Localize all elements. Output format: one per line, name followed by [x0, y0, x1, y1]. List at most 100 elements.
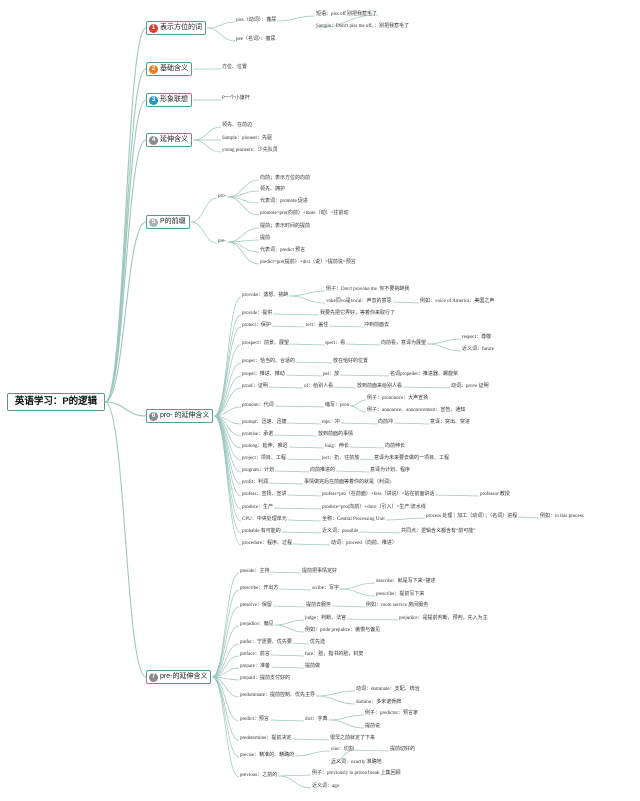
mindmap-node[interactable]: prejudice：偏见 — [240, 622, 274, 627]
mindmap-node[interactable]: proper：恰当的、合适的 — [242, 359, 296, 364]
mindmap-node[interactable]: process 处理｜加工（动词）；（名词）进程 — [426, 514, 518, 519]
mindmap-node[interactable]: mpt：冲 — [322, 420, 340, 425]
mindmap-node[interactable]: predetermine：提前决定 — [240, 736, 292, 741]
mindmap-node[interactable]: procedure：程序、过程 — [242, 541, 292, 546]
mindmap-node[interactable]: 共同点：逻辑含义都含有“前可能” — [401, 529, 476, 534]
mindmap-node[interactable]: program：计划 — [242, 468, 274, 473]
mindmap-node[interactable]: propel：推进、推动 — [242, 372, 285, 377]
mindmap-node[interactable]: 放到前面来给别人看 — [357, 384, 403, 389]
mindmap-node[interactable]: prepaid：提前支付好的 — [240, 676, 290, 681]
mindmap-node[interactable]: prescribe：提前写下来 — [376, 592, 425, 597]
mindmap-node[interactable]: 近义词：ago — [312, 784, 340, 789]
mindmap-node[interactable]: 代表词：predict 预言 — [260, 248, 306, 253]
mindmap-node[interactable]: Sample：pioneer：先驱 — [222, 136, 272, 141]
mindmap-node[interactable]: 向前看，意译为展望 — [381, 341, 427, 346]
mindmap-node[interactable]: 例如：room service 房间服务 — [366, 603, 429, 608]
mindmap-node[interactable]: 提前去服务 — [306, 603, 332, 608]
mindmap-node[interactable]: scribe：写字 — [312, 586, 339, 591]
mindmap-node[interactable]: produce=pro(向前）+duce（引入）=生产/流水线 — [322, 505, 426, 510]
mindmap-node[interactable]: 提前 — [260, 236, 271, 241]
mindmap-node[interactable]: previous：之前的 — [240, 773, 278, 778]
mindmap-node[interactable]: profess=pro（在前面）+fess（讲说）=站在前面讲话 — [322, 492, 435, 497]
mindmap-node[interactable]: 优先选 — [310, 640, 326, 645]
mindmap-node[interactable]: 领先、在前边 — [222, 123, 253, 128]
mindmap-node[interactable]: 事情做完后在前面等着你的就是（利润) — [304, 480, 391, 485]
mindmap-node[interactable]: 例如：voice of America：美国之声 — [420, 299, 495, 304]
mindmap-node[interactable]: CPU：中央处理单元 — [242, 517, 287, 522]
mindmap-node[interactable]: 我要先把它弄好，等着你来取行了 — [320, 311, 396, 316]
mindmap-node[interactable]: 向前；表示方位的向前 — [260, 176, 311, 181]
mindmap-node[interactable]: pronoun：代词 — [242, 403, 274, 408]
mindmap-node[interactable]: 意译为计划、程序 — [370, 468, 411, 473]
mindmap-node[interactable]: professor 教授 — [480, 492, 510, 497]
mindmap-node[interactable]: describe：就是写下来=描述 — [376, 579, 436, 584]
mindmap-node[interactable]: prepare：准备 — [240, 664, 270, 669]
mindmap-node[interactable]: face：脸，指书的脸，封皮 — [305, 652, 364, 657]
mindmap-node[interactable]: 代表词：promote 促进 — [260, 199, 308, 204]
mindmap-node[interactable]: promote=pro(向前）+mote（动）=往前动 — [260, 211, 349, 216]
mindmap-node[interactable]: 领先、拥护 — [260, 187, 286, 192]
mindmap-node[interactable]: 例子：pronounce：大声宣扬 — [367, 396, 429, 401]
mindmap-node[interactable]: spect：看 — [325, 341, 346, 346]
mindmap-node[interactable]: provide：提供 — [242, 311, 273, 316]
mindmap-node[interactable]: 很早之前就定了下来 — [330, 736, 376, 741]
mindmap-node[interactable]: project：项目、工程 — [242, 456, 286, 461]
mindmap-node[interactable]: pee（名词）：撒尿 — [236, 37, 276, 42]
mindmap-node[interactable]: pre- — [218, 239, 227, 244]
mindmap-node[interactable]: preface：前言 — [240, 652, 270, 657]
mindmap-node[interactable]: predict：预言 — [240, 717, 269, 722]
mindmap-node[interactable]: 名词propeller：推进器、螺旋桨 — [390, 372, 459, 377]
mindmap-node[interactable]: 放到前面的事情 — [318, 432, 354, 437]
mindmap-node[interactable]: 提前；表示时间的提前 — [260, 224, 311, 229]
mindmap-node[interactable]: preside：主持 — [240, 569, 270, 574]
mindmap-node[interactable]: produce：生产 — [242, 505, 274, 510]
mindmap-node[interactable]: long：伸长 — [325, 444, 349, 449]
mindmap-node[interactable]: provoke：激怒、挑衅 — [242, 293, 289, 298]
mindmap-node[interactable]: pel：放 — [323, 372, 340, 377]
mindmap-node[interactable]: 例子：predictor：预言家 — [365, 711, 419, 716]
mindmap-node[interactable]: 动词：dominate：支配、统治 — [356, 687, 420, 692]
mindmap-node[interactable]: 例子：Don't provoke me. 你不要挑衅我 — [326, 287, 410, 292]
mindmap-node[interactable]: proof：证明 — [242, 384, 268, 389]
mindmap-node[interactable]: Sample：Dont't piss me off。：别把我惹毛了 — [316, 24, 410, 29]
mindmap-node[interactable]: P一个小旗杆 — [222, 96, 250, 101]
mindmap-node[interactable]: prospect：前景、展望 — [242, 341, 289, 346]
mindmap-node[interactable]: profess：宣扬、宣讲 — [242, 492, 287, 497]
mindmap-node[interactable]: 放在恰好的位置 — [333, 359, 369, 364]
mindmap-node[interactable]: precise：精准的、精确的 — [240, 753, 295, 758]
mindmap-node[interactable]: tect：盖住 — [306, 323, 329, 328]
mindmap-node[interactable]: preserve：保留 — [240, 603, 272, 608]
mindmap-node[interactable]: 近义词：exactly 准确地 — [331, 760, 382, 765]
mindmap-node[interactable]: respect：尊敬 — [462, 335, 492, 340]
mindmap-node[interactable]: 向前冲 — [378, 420, 394, 425]
mindmap-node[interactable]: prescribe：开出方 — [240, 586, 279, 591]
mindmap-node[interactable]: 例如：pride prejudice：傲慢与偏见 — [305, 628, 381, 633]
mindmap-node[interactable]: prejudice：是提前判断，预判，先入为主 — [399, 616, 488, 621]
mindmap-node[interactable]: 例子：announce、announcement：宣告、通知 — [367, 408, 466, 413]
mindmap-node[interactable]: prefer：宁愿要、优先要 — [240, 640, 292, 645]
mindmap-node[interactable]: 向前伸长 — [385, 444, 406, 449]
mindmap-node[interactable]: 方位、位置 — [222, 65, 248, 70]
mindmap-node[interactable]: profit：利润 — [242, 480, 269, 485]
mindmap-node[interactable]: probable 有可能的 — [242, 529, 281, 534]
mindmap-node[interactable]: 提前做 — [305, 664, 321, 669]
mindmap-node[interactable]: 提前把事情定好 — [302, 569, 338, 574]
mindmap-node[interactable]: 例子：previously in prison break 上集回顾 — [312, 771, 401, 776]
mindmap-node[interactable]: judge：判断、法官 — [305, 616, 347, 621]
mindmap-node[interactable]: protect：保护 — [242, 323, 271, 328]
mindmap-node[interactable]: 全称：Central Processing Unit — [322, 517, 385, 522]
mindmap-node[interactable]: 动词：prove 证明 — [451, 384, 489, 389]
mindmap-node[interactable]: dict：字典 — [305, 717, 328, 722]
mindmap-node[interactable]: prompt：迅速、迅捷 — [242, 420, 287, 425]
mindmap-node[interactable]: 例如：in this process — [540, 514, 584, 519]
mindmap-node[interactable]: 短语：piss off 别把我惹毛了 — [316, 12, 378, 17]
mindmap-node[interactable]: prolong：延伸、推迟 — [242, 444, 288, 449]
mindmap-node[interactable]: young pioneers：少先队员 — [222, 148, 278, 153]
mindmap-node[interactable]: promise：承诺 — [242, 432, 274, 437]
mindmap-node[interactable]: 提前切好的 — [390, 747, 416, 752]
